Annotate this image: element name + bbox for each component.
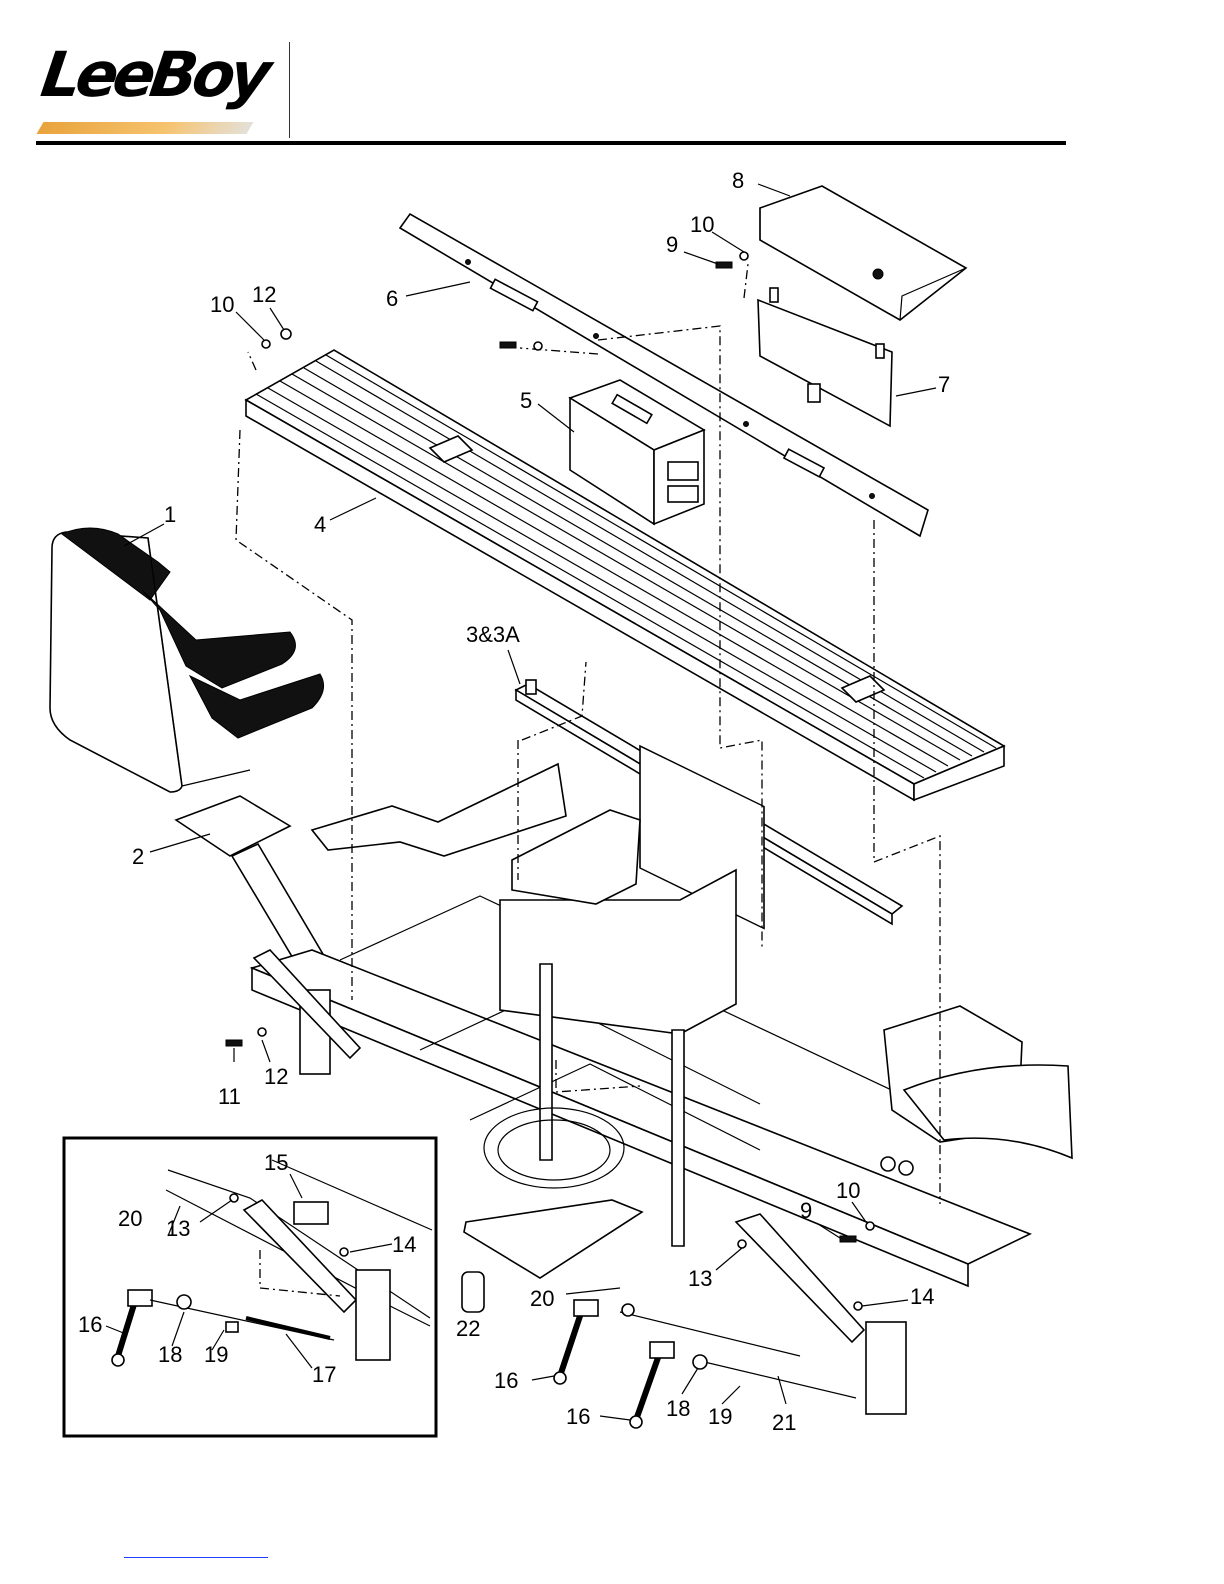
callout-5: 5 [520, 388, 532, 413]
inset-detail: 15 20 13 14 16 18 19 17 [64, 1138, 436, 1436]
callout-10b: 10 [210, 292, 234, 317]
callout-12a: 12 [252, 282, 276, 307]
callout-12b: 12 [264, 1064, 288, 1089]
callout-4: 4 [314, 512, 326, 537]
callout-1: 1 [164, 502, 176, 527]
callout-10a: 10 [690, 212, 714, 237]
callout-11: 11 [218, 1084, 241, 1109]
callout-10c: 10 [836, 1178, 860, 1203]
inset-callout-18: 18 [158, 1342, 182, 1367]
callout-6: 6 [386, 286, 398, 311]
callout-19: 19 [708, 1404, 732, 1429]
callout-18: 18 [666, 1396, 690, 1421]
callout-7: 7 [938, 372, 950, 397]
callout-16b: 16 [566, 1404, 590, 1429]
callout-9a: 9 [666, 232, 678, 257]
callout-2: 2 [132, 844, 144, 869]
callout-14: 14 [910, 1284, 934, 1309]
callout-20: 20 [530, 1286, 554, 1311]
callout-8: 8 [732, 168, 744, 193]
inset-callout-19: 19 [204, 1342, 228, 1367]
inset-callout-15: 15 [264, 1150, 288, 1175]
callout-21: 21 [772, 1410, 796, 1435]
callout-13: 13 [688, 1266, 712, 1291]
inset-callout-17: 17 [312, 1362, 336, 1387]
part-7-plate [758, 288, 892, 426]
inset-callout-20: 20 [118, 1206, 142, 1231]
footer-link-underline[interactable] [124, 1557, 268, 1558]
inset-callout-13: 13 [166, 1216, 190, 1241]
callout-22: 22 [456, 1316, 480, 1341]
inset-callout-16: 16 [78, 1312, 102, 1337]
part-8-cover [760, 186, 966, 320]
part-1-seat [50, 528, 324, 792]
callout-16a: 16 [494, 1368, 518, 1393]
callout-3-3a: 3&3A [466, 622, 520, 647]
inset-callout-14: 14 [392, 1232, 416, 1257]
callout-9b: 9 [800, 1198, 812, 1223]
